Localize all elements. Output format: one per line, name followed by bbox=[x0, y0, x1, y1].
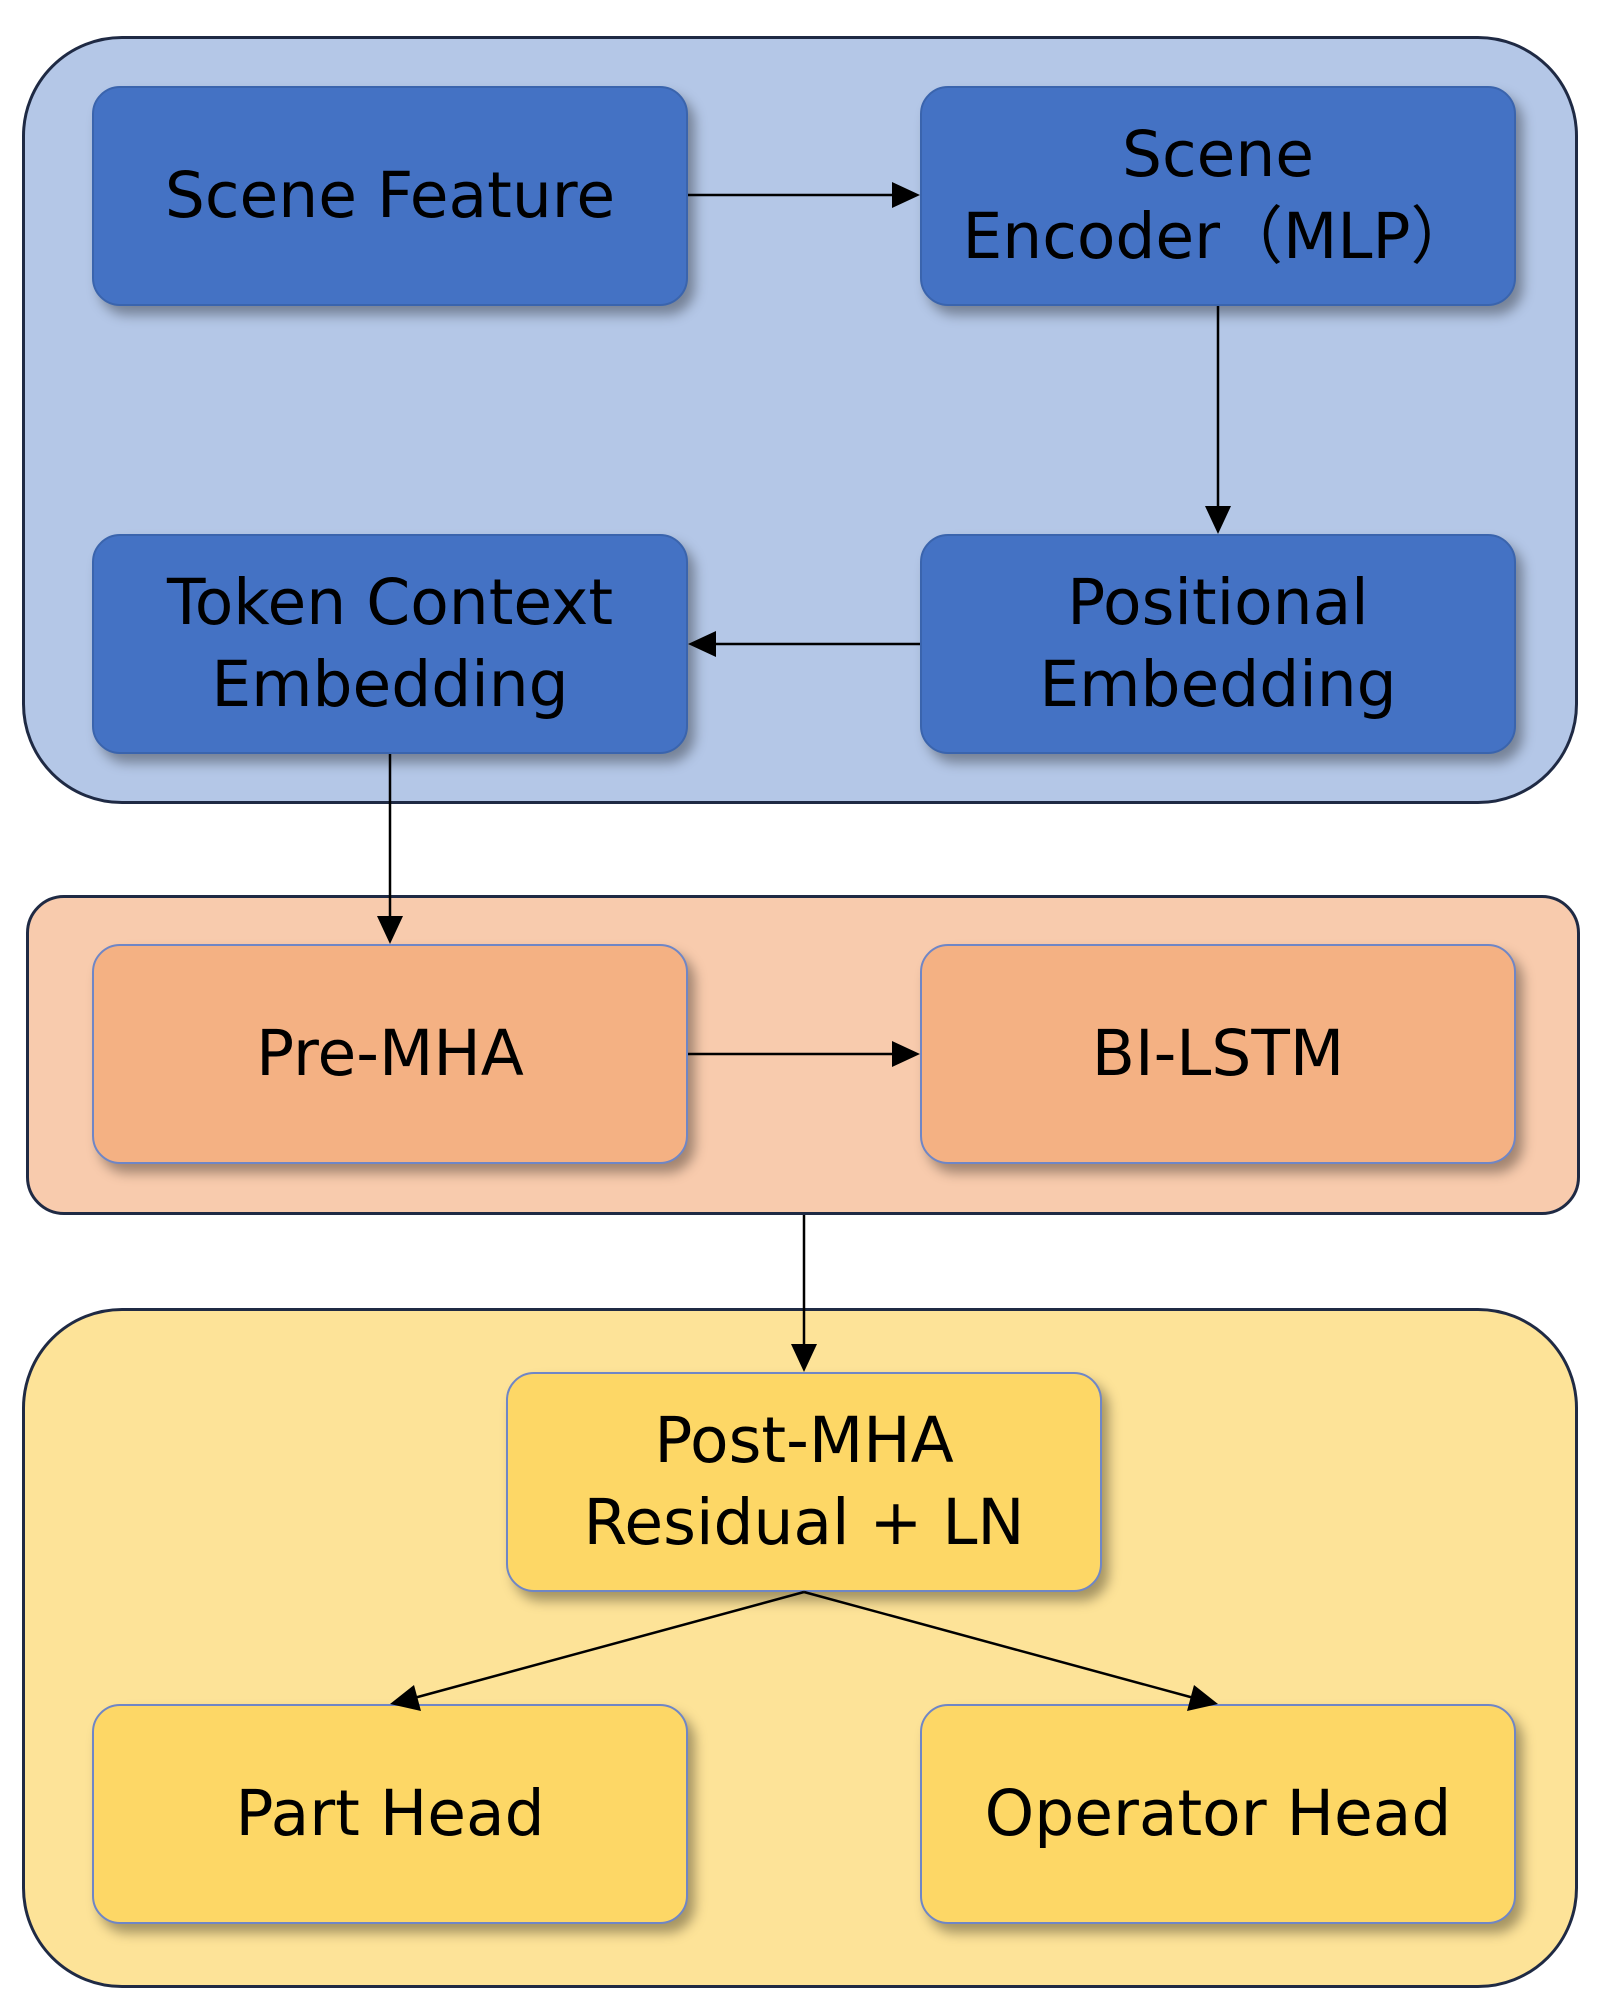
post-mha-label-line-2: Residual + LN bbox=[583, 1486, 1025, 1559]
pre-mha-label-line-1: Pre-MHA bbox=[256, 1017, 524, 1091]
scene-encoder-label-line-2: Encoder（MLP） bbox=[962, 200, 1474, 273]
scene-feature-label-line-1: Scene Feature bbox=[164, 159, 616, 233]
part-head-label-line-1: Part Head bbox=[235, 1777, 545, 1851]
post-mha-node: Post-MHA Residual + LN bbox=[506, 1372, 1102, 1592]
post-mha-label-line-1: Post-MHA bbox=[654, 1404, 954, 1478]
token-context-label-line-2: Embedding bbox=[211, 648, 569, 721]
token-context-label-line-1: Token Context bbox=[166, 566, 614, 640]
operator-head-label-line-1: Operator Head bbox=[984, 1777, 1452, 1851]
bi-lstm-label-line-1: BI-LSTM bbox=[1091, 1017, 1345, 1091]
part-head-node: Part Head bbox=[92, 1704, 688, 1924]
scene-encoder-label-line-1: Scene bbox=[1121, 118, 1315, 192]
operator-head-node: Operator Head bbox=[920, 1704, 1516, 1924]
positional-label-line-2: Embedding bbox=[1039, 648, 1397, 721]
scene-feature-node: Scene Feature bbox=[92, 86, 688, 306]
scene-encoder-node: Scene Encoder（MLP） bbox=[920, 86, 1516, 306]
token-context-embedding-node: Token Context Embedding bbox=[92, 534, 688, 754]
pre-mha-node: Pre-MHA bbox=[92, 944, 688, 1164]
positional-label-line-1: Positional bbox=[1067, 566, 1369, 640]
bi-lstm-node: BI-LSTM bbox=[920, 944, 1516, 1164]
positional-embedding-node: Positional Embedding bbox=[920, 534, 1516, 754]
